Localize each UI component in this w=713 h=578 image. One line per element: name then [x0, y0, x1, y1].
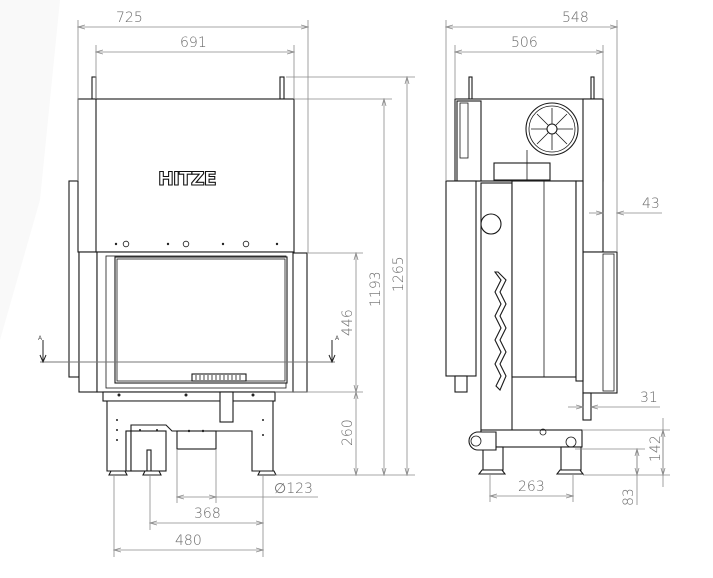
- flue-box: [176, 430, 217, 450]
- dim-inner-feet-spacing: 368: [194, 506, 221, 522]
- dim-body-depth: 506: [511, 35, 538, 51]
- left-post: [91, 76, 97, 100]
- baffle-zigzag: [493, 271, 507, 391]
- foot: [477, 469, 507, 475]
- dim-flue-diameter: ∅123: [274, 481, 313, 497]
- watermark-texture: [0, 0, 60, 340]
- air-inlet-icon: [480, 213, 502, 235]
- rear-column: [582, 98, 604, 253]
- front-view: HITZE A: [38, 76, 340, 476]
- side-view: [445, 76, 618, 475]
- dim-overall-height: 1265: [391, 256, 407, 292]
- dim-door-height: 446: [340, 309, 356, 336]
- flue-collar: [493, 162, 551, 181]
- svg-text:HITZE: HITZE: [158, 168, 216, 190]
- side-dimensions: 548 506 43 31 142 83 263: [446, 10, 670, 506]
- control-box: [456, 100, 482, 182]
- right-post: [279, 76, 285, 100]
- section-arrow-left-icon: [39, 340, 47, 364]
- left-hood-side: [77, 98, 98, 253]
- foot: [142, 470, 162, 476]
- dim-overall-width: 725: [116, 10, 143, 26]
- right-side-panel: [292, 252, 308, 393]
- door-glass: [114, 256, 288, 384]
- dim-body-width: 691: [180, 35, 207, 51]
- air-vent-grille: [191, 373, 247, 382]
- foot: [108, 470, 128, 476]
- section-mark-right: A: [335, 335, 340, 342]
- section-mark-left: A: [38, 335, 43, 342]
- blower-fan-icon: [525, 102, 579, 156]
- dim-body-height: 1193: [368, 271, 384, 307]
- dim-inlet-height: 142: [648, 435, 664, 462]
- foot: [555, 469, 585, 475]
- air-pipe: [468, 431, 497, 451]
- side-cladding: [445, 180, 477, 377]
- section-arrow-right-icon: [328, 340, 336, 364]
- door-handle: [219, 391, 234, 423]
- front-dimensions: 725 691 1265 1193 446 260 ∅123 368 480: [78, 10, 415, 557]
- hood-holes: [114, 240, 279, 248]
- dim-feet-spacing: 263: [518, 479, 545, 495]
- dim-outer-feet-spacing: 480: [175, 533, 202, 549]
- left-post: [468, 76, 473, 100]
- dim-top-offset: 43: [642, 196, 660, 212]
- foot: [257, 470, 277, 476]
- hitze-logo: HITZE: [157, 167, 217, 190]
- dim-base-height: 260: [340, 419, 356, 446]
- dim-overall-depth: 548: [562, 10, 589, 26]
- hood: [95, 98, 295, 253]
- rear-leg: [560, 446, 582, 471]
- motor-icon: [459, 102, 469, 159]
- base-plate: [102, 391, 276, 402]
- right-post: [590, 76, 595, 100]
- inlet-circle-icon: [565, 436, 577, 448]
- dim-inlet-center: 83: [621, 488, 637, 506]
- dim-door-offset: 31: [640, 390, 658, 406]
- rear-lower-panel: [582, 251, 618, 394]
- left-lower-side: [78, 251, 98, 393]
